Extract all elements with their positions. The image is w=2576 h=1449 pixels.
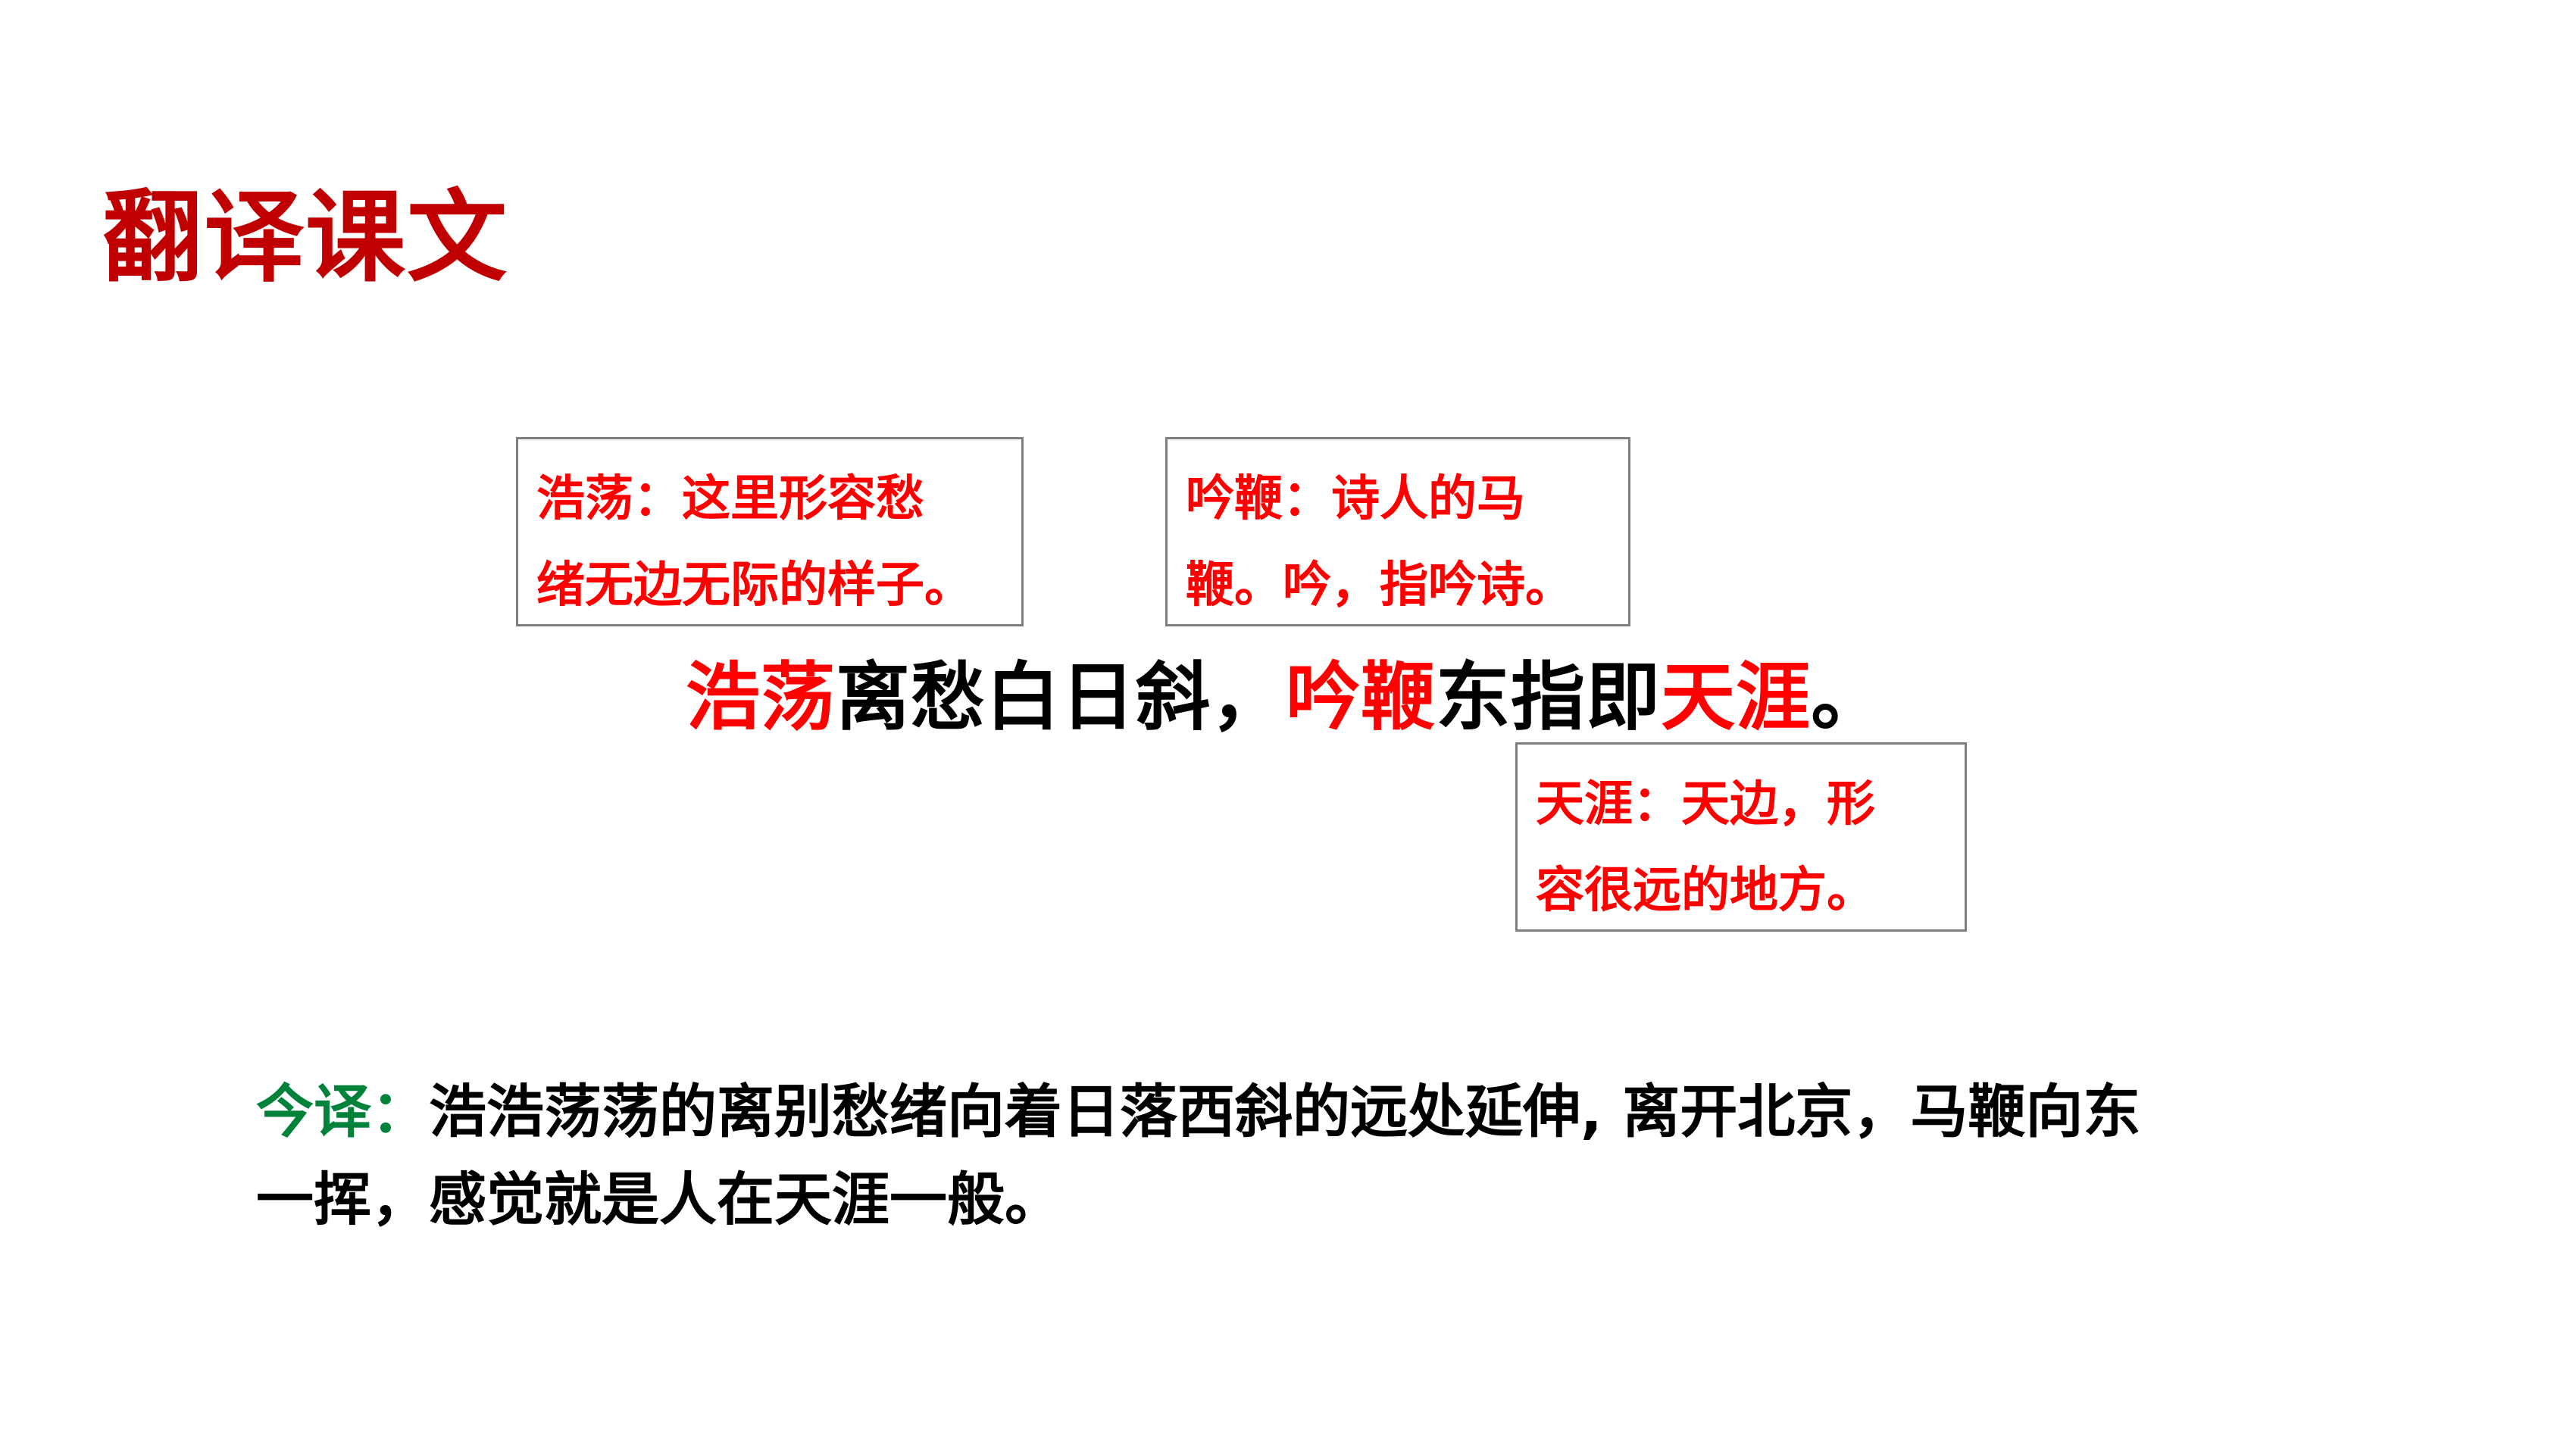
verse-keyword: 吟鞭 xyxy=(1286,654,1436,741)
translation-label: 今译： xyxy=(256,1078,429,1145)
annotation-box-haodang: 浩荡：这里形容愁 绪无边无际的样子。 xyxy=(516,437,1024,626)
verse-text: 。 xyxy=(1811,654,1887,741)
verse-text: 离愁白日斜， xyxy=(836,654,1286,741)
poem-verse: 浩荡离愁白日斜，吟鞭东指即天涯。 xyxy=(686,657,1886,739)
annotation-line: 天涯：天边，形 xyxy=(1536,776,1875,832)
translation-text: 浩浩荡荡的离别愁绪向着日落西斜的远处延伸, 离开北京，马鞭向东 xyxy=(429,1078,2141,1145)
annotation-line: 浩荡：这里形容愁 xyxy=(536,471,924,527)
annotation-box-tianya: 天涯：天边，形 容很远的地方。 xyxy=(1515,742,1967,932)
annotation-line: 鞭。吟，指吟诗。 xyxy=(1186,557,1574,614)
slide-title: 翻译课文 xyxy=(102,180,508,296)
annotation-line: 绪无边无际的样子。 xyxy=(536,557,973,614)
translation-line: 一挥，感觉就是人在天涯一般。 xyxy=(256,1166,1062,1233)
annotation-box-yinbian: 吟鞭：诗人的马 鞭。吟，指吟诗。 xyxy=(1165,437,1630,626)
modern-translation: 今译：浩浩荡荡的离别愁绪向着日落西斜的远处延伸, 离开北京，马鞭向东 一挥，感觉… xyxy=(256,1068,2393,1244)
translation-line: 今译：浩浩荡荡的离别愁绪向着日落西斜的远处延伸, 离开北京，马鞭向东 xyxy=(256,1068,2393,1156)
verse-keyword: 浩荡 xyxy=(686,654,836,741)
annotation-line: 吟鞭：诗人的马 xyxy=(1186,471,1525,527)
annotation-line: 容很远的地方。 xyxy=(1536,863,1875,919)
verse-text: 东指即 xyxy=(1436,654,1662,741)
verse-keyword: 天涯 xyxy=(1661,654,1812,741)
